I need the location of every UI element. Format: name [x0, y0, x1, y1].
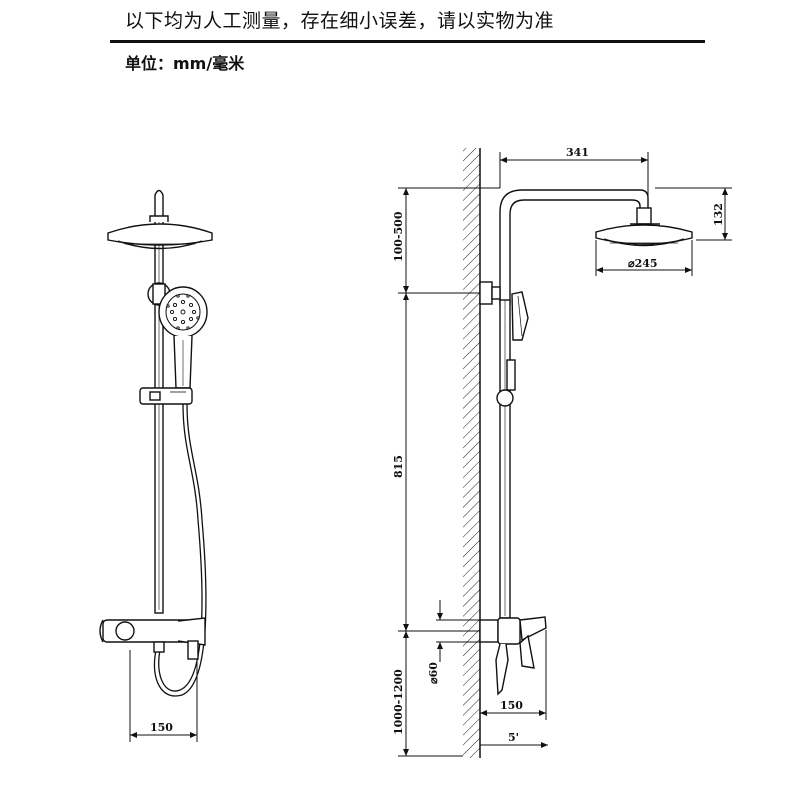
bar-length-label: 815 — [392, 455, 405, 478]
head-diameter-label: ⌀245 — [628, 257, 658, 270]
side-mixer-valve — [479, 616, 547, 696]
side-upper-bracket — [479, 281, 501, 305]
side-hand-shower — [496, 291, 529, 407]
unit-label: 单位：mm/毫米 — [125, 54, 245, 73]
wall-section — [463, 148, 481, 758]
front-riser-bar — [154, 217, 164, 614]
head-height-label: 132 — [712, 203, 725, 226]
front-slide-holder — [139, 387, 193, 405]
measurement-disclaimer: 以下均为人工测量，存在细小误差，请以实物为准 — [125, 10, 555, 32]
side-width-label: 150 — [500, 699, 523, 712]
side-riser-and-arm — [499, 189, 652, 305]
front-overhead-shower — [107, 215, 213, 250]
front-view — [99, 189, 213, 697]
arm-length-label: 341 — [566, 146, 589, 159]
mount-height-label: 1000-1200 — [392, 669, 405, 735]
side-overhead-shower — [595, 223, 693, 247]
front-width-dimension — [129, 650, 198, 742]
front-top-stub — [154, 189, 164, 218]
side-offset-label: 5' — [508, 731, 519, 744]
outlet-diameter-label: ⌀60 — [427, 662, 440, 684]
front-hand-shower — [158, 286, 208, 389]
head-offset-label: 100-500 — [392, 211, 405, 262]
side-riser-bar — [499, 299, 511, 619]
side-dimension-lines — [398, 152, 732, 757]
front-width-label: 150 — [150, 721, 173, 734]
header-divider — [110, 40, 705, 43]
side-view — [479, 189, 693, 696]
front-mixer-valve — [99, 617, 206, 660]
